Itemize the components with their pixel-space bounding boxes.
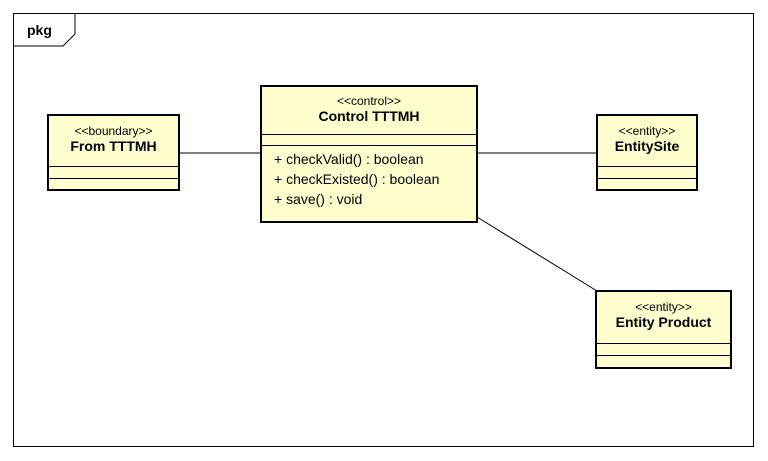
class-name: Entity Product xyxy=(615,314,712,330)
attributes-compartment xyxy=(262,134,476,145)
class-stereotype: <<control>> xyxy=(336,94,402,108)
package-frame xyxy=(13,13,754,447)
operations-compartment xyxy=(597,355,730,356)
class-name: From TTTMH xyxy=(70,138,157,154)
class-boundary[interactable]: <<boundary>> From TTTMH xyxy=(47,114,180,191)
attributes-compartment xyxy=(597,343,730,355)
class-stereotype: <<entity>> xyxy=(635,300,692,314)
operations-compartment xyxy=(598,178,696,179)
package-label: pkg xyxy=(27,22,52,38)
operations-compartment: + checkValid() : boolean + checkExisted(… xyxy=(262,145,476,209)
operation-check-valid: + checkValid() : boolean xyxy=(274,151,424,167)
class-entity-site[interactable]: <<entity>> EntitySite xyxy=(596,114,698,191)
operation-check-existed: + checkExisted() : boolean xyxy=(274,171,440,187)
operation-save: + save() : void xyxy=(274,191,363,207)
class-name: EntitySite xyxy=(614,138,680,154)
class-stereotype: <<boundary>> xyxy=(74,124,153,138)
attributes-compartment xyxy=(598,166,696,178)
class-stereotype: <<entity>> xyxy=(618,124,676,138)
association-control-product xyxy=(476,216,598,292)
operations-compartment xyxy=(49,178,178,179)
class-control[interactable]: <<control>> Control TTTMH + checkValid()… xyxy=(260,85,478,223)
class-entity-product[interactable]: <<entity>> Entity Product xyxy=(595,290,732,369)
class-name: Control TTTMH xyxy=(318,108,420,124)
package-tab xyxy=(13,13,76,47)
attributes-compartment xyxy=(49,166,178,178)
